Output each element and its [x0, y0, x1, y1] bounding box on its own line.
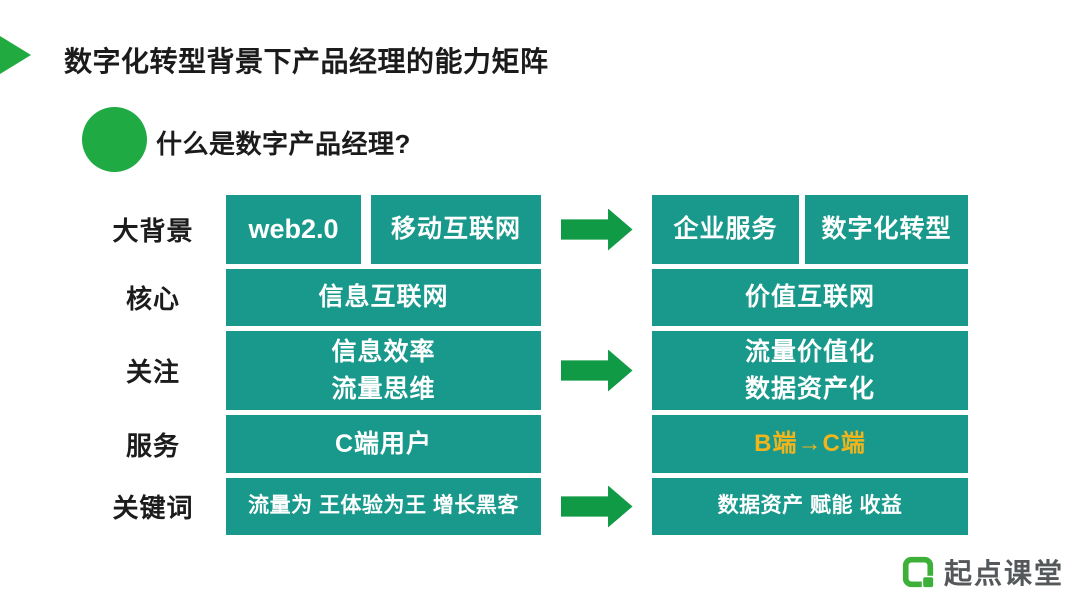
row-label-core: 核心 [125, 284, 180, 314]
row-core-right-cell: 价值互联网 [652, 269, 968, 326]
page-title: 数字化转型背景下产品经理的能力矩阵 [64, 46, 549, 77]
row-background-right-cell: 企业服务 数字化转型 [652, 195, 968, 264]
row-keywords-arrow-cell [541, 478, 652, 535]
arrow-right-icon [560, 208, 633, 251]
box-line-traffic-thinking: 流量思维 [331, 374, 436, 403]
row-focus-arrow-cell [541, 331, 652, 410]
box-mobile-internet: 移动互联网 [371, 195, 541, 264]
row-service-right-cell: B端→C端 [652, 415, 968, 473]
box-info-efficiency-traffic-thinking: 信息效率 流量思维 [226, 331, 541, 410]
section-heading: 什么是数字产品经理? [156, 129, 411, 159]
brand-logo-text: 起点课堂 [943, 558, 1064, 589]
row-keywords-left-cell: 流量为 王体验为王 增长黑客 [226, 478, 541, 535]
qidian-logo-icon [902, 556, 935, 589]
row-label-focus: 关注 [125, 357, 180, 387]
box-line-data-assetization: 数据资产化 [744, 374, 875, 403]
row-service-left-cell: C端用户 [226, 415, 541, 473]
arrow-right-icon [560, 349, 633, 392]
row-core-left-cell: 信息互联网 [226, 269, 541, 326]
box-traffic-king-growth-hacker: 流量为 王体验为王 增长黑客 [226, 478, 541, 535]
box-value-internet: 价值互联网 [652, 269, 968, 326]
box-c-end-users: C端用户 [226, 415, 541, 473]
box-line-traffic-valorization: 流量价值化 [744, 338, 875, 367]
arrow-right-icon [560, 485, 633, 528]
row-label-background: 大背景 [112, 216, 194, 246]
box-line-info-efficiency: 信息效率 [331, 338, 436, 367]
title-triangle-icon [0, 36, 31, 74]
box-digital-transformation: 数字化转型 [805, 195, 968, 264]
highlight-b-to-c: B端→C端 [754, 429, 866, 457]
row-label-keywords: 关键词 [112, 493, 194, 523]
box-web20: web2.0 [226, 195, 361, 264]
row-core-arrow-cell [541, 269, 652, 326]
row-keywords-right-cell: 数据资产 赋能 收益 [652, 478, 968, 535]
box-data-asset-empower-revenue: 数据资产 赋能 收益 [652, 478, 968, 535]
row-background-arrow-cell [541, 195, 652, 264]
row-label-service: 服务 [125, 430, 180, 461]
section-bullet-circle-icon [82, 107, 147, 172]
box-b-to-c: B端→C端 [652, 415, 968, 473]
row-service-arrow-cell [541, 415, 652, 473]
row-background-left-cell: web2.0 移动互联网 [226, 195, 541, 264]
box-enterprise-service: 企业服务 [652, 195, 799, 264]
row-focus-left-cell: 信息效率 流量思维 [226, 331, 541, 410]
box-information-internet: 信息互联网 [226, 269, 541, 326]
comparison-matrix: 大背景 web2.0 移动互联网 企业服务 数字化转型 核心 信息互联网 价值互… [80, 195, 968, 535]
box-traffic-value-data-asset: 流量价值化 数据资产化 [652, 331, 968, 410]
row-focus-right-cell: 流量价值化 数据资产化 [652, 331, 968, 410]
brand-logo: 起点课堂 [901, 552, 1064, 592]
